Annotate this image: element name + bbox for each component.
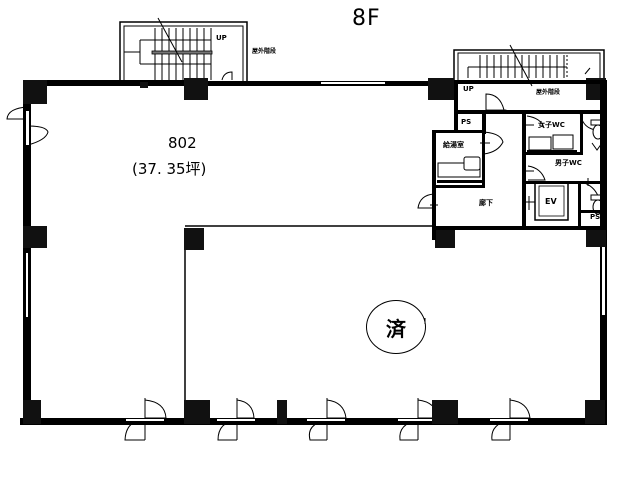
left-stair-enclosure bbox=[119, 17, 248, 83]
window-right bbox=[601, 246, 606, 316]
core-wall-corridor-bottom bbox=[432, 226, 607, 230]
core-wall-stall-left bbox=[580, 110, 583, 155]
door-gap-1 bbox=[125, 418, 165, 422]
core-wall-center bbox=[522, 110, 526, 230]
window-top bbox=[320, 81, 386, 85]
kitchenette-label: 給湯室 bbox=[443, 141, 464, 149]
core-wall-wc-divider bbox=[522, 152, 582, 155]
floor-label: 8F bbox=[352, 6, 381, 31]
right-stair-enclosure bbox=[453, 44, 605, 87]
column bbox=[432, 400, 458, 424]
wall-top-left bbox=[23, 80, 206, 86]
door-gap-5 bbox=[489, 418, 529, 422]
column bbox=[140, 82, 148, 88]
core-wall-kitchen-right bbox=[482, 130, 485, 188]
door-gap-3 bbox=[306, 418, 346, 422]
core-wall-top bbox=[454, 80, 604, 84]
left-stair-label: 屋外階段 bbox=[252, 48, 277, 55]
left-stair-up-label: UP bbox=[216, 34, 227, 42]
core-wall-kitchen-bottom bbox=[432, 185, 485, 188]
ps-label-top: PS bbox=[461, 118, 472, 126]
unit-name: 802 bbox=[168, 134, 197, 152]
elevator-label: EV bbox=[545, 197, 557, 206]
womens-wc-label: 女子WC bbox=[538, 121, 565, 129]
unit-area: (37. 35坪) bbox=[132, 160, 207, 178]
right-stair-up-label: UP bbox=[463, 85, 474, 93]
mens-wc-label: 男子WC bbox=[555, 159, 582, 167]
contracted-stamp: 済 bbox=[366, 300, 426, 354]
column bbox=[23, 80, 47, 104]
column bbox=[184, 400, 210, 424]
column bbox=[585, 400, 605, 424]
column bbox=[586, 229, 606, 247]
column bbox=[435, 226, 455, 248]
core-wall-stair-bottom bbox=[454, 110, 604, 114]
core-wall-ps-bottom bbox=[433, 130, 485, 133]
core-wall-ev-right bbox=[578, 181, 581, 229]
right-stair-label: 屋外階段 bbox=[536, 89, 561, 96]
column bbox=[184, 78, 208, 100]
core-wall-stair-left bbox=[454, 80, 458, 130]
column bbox=[428, 78, 454, 100]
corridor-label: 廊下 bbox=[479, 199, 493, 207]
door-gap-2 bbox=[216, 418, 256, 422]
door-gap-4 bbox=[397, 418, 437, 422]
ps-label-bottom: PS bbox=[590, 213, 601, 221]
column bbox=[277, 400, 287, 424]
window-left-lower bbox=[25, 252, 29, 318]
column bbox=[23, 400, 41, 424]
core-wall-mensroom-bottom bbox=[522, 181, 604, 184]
core-wall-ps-right bbox=[482, 110, 486, 134]
column bbox=[184, 228, 204, 250]
core-wall-ps2-top bbox=[580, 210, 604, 213]
window-left-upper bbox=[25, 110, 30, 146]
column bbox=[23, 226, 47, 248]
core-wall-right bbox=[600, 80, 607, 230]
